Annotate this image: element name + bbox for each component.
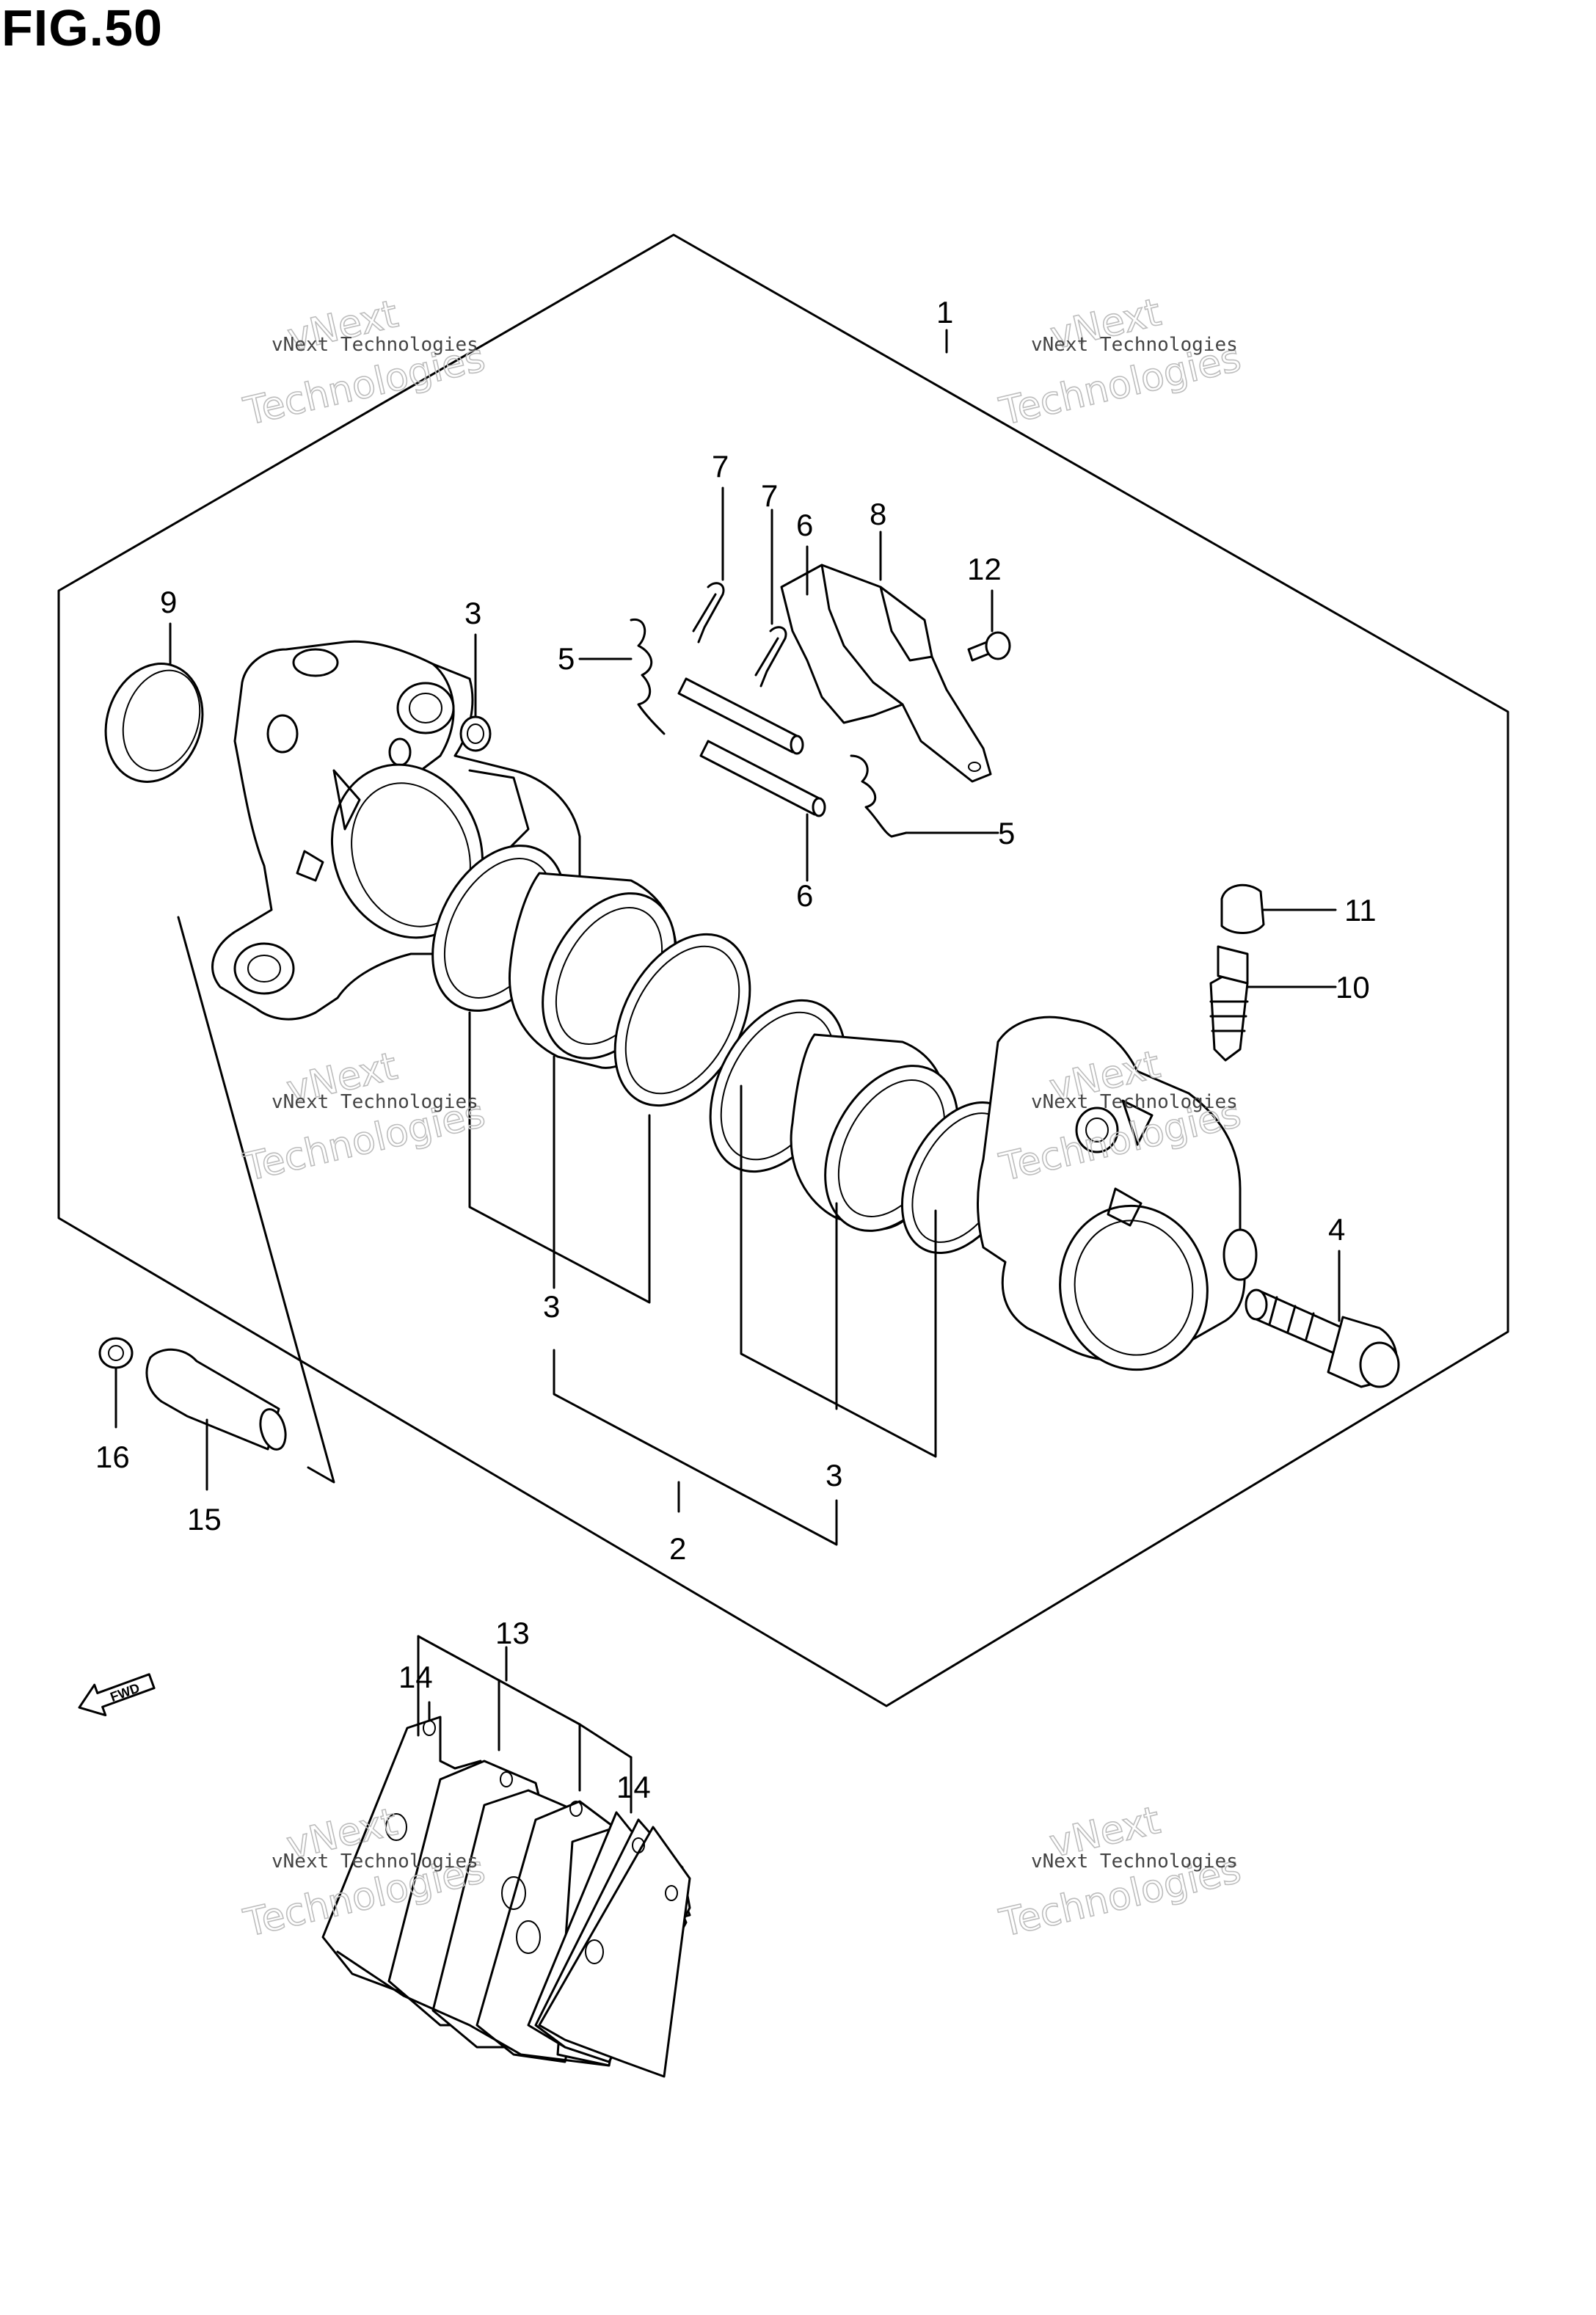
callout-3b: 3 [543, 1289, 560, 1324]
caliper-right-half [977, 1016, 1258, 1371]
callout-3c: 3 [826, 1458, 842, 1492]
springs [630, 618, 908, 838]
callout-2: 2 [669, 1531, 686, 1566]
figure-title: FIG.50 [1, 0, 163, 56]
leader-lines [114, 329, 1341, 1814]
callout-9: 9 [160, 585, 177, 619]
watermark-text-top-left: vNext Technologies [272, 334, 478, 356]
callout-4: 4 [1328, 1212, 1345, 1247]
piston-set-right [709, 999, 1022, 1255]
callout-14b: 14 [616, 1770, 651, 1804]
callout-5b: 5 [998, 816, 1015, 850]
callout-7b: 7 [761, 478, 778, 513]
watermark-text-bottom-right: vNext Technologies [1031, 1851, 1238, 1873]
small-screw [967, 631, 1011, 662]
forward-direction-marker: FWD [78, 1673, 156, 1717]
fwd-label: FWD [109, 1680, 142, 1705]
callout-8: 8 [870, 497, 886, 531]
callout-7a: 7 [712, 449, 729, 484]
callout-14a: 14 [398, 1660, 433, 1694]
bolt-part [1245, 1288, 1400, 1388]
callout-13: 13 [495, 1616, 530, 1650]
callout-3a: 3 [464, 596, 481, 630]
bleeder-cap [1220, 883, 1265, 934]
callout-labels: 1 2 3 3 3 3 4 5 5 6 6 7 7 8 9 10 11 12 1… [95, 295, 1377, 1804]
clips [692, 582, 787, 688]
watermark-text-mid-right: vNext Technologies [1031, 1091, 1238, 1113]
callout-10: 10 [1336, 970, 1370, 1005]
watermark-text-top-right: vNext Technologies [1031, 334, 1238, 356]
callout-5a: 5 [558, 641, 575, 676]
callout-16: 16 [95, 1440, 130, 1474]
assembly-boundary [57, 233, 1509, 1707]
watermark-text-mid-left: vNext Technologies [272, 1091, 478, 1113]
pad-pins [677, 677, 826, 817]
cap-part [104, 663, 204, 783]
pad-spring-cover [780, 564, 992, 783]
callout-11: 11 [1344, 893, 1377, 927]
callout-15: 15 [187, 1502, 222, 1536]
watermark-text-bottom-left: vNext Technologies [272, 1851, 478, 1873]
pin-bolt [98, 1337, 287, 1451]
callout-1: 1 [936, 295, 953, 329]
brake-pads [321, 1716, 691, 2078]
piston-set-left [431, 845, 751, 1107]
bleeder-screw [1209, 945, 1249, 1062]
callout-12: 12 [967, 552, 1002, 586]
callout-6b: 6 [796, 878, 813, 913]
callout-6a: 6 [796, 508, 813, 542]
arrow-left-icon [78, 1673, 156, 1717]
seal-small [459, 715, 492, 752]
